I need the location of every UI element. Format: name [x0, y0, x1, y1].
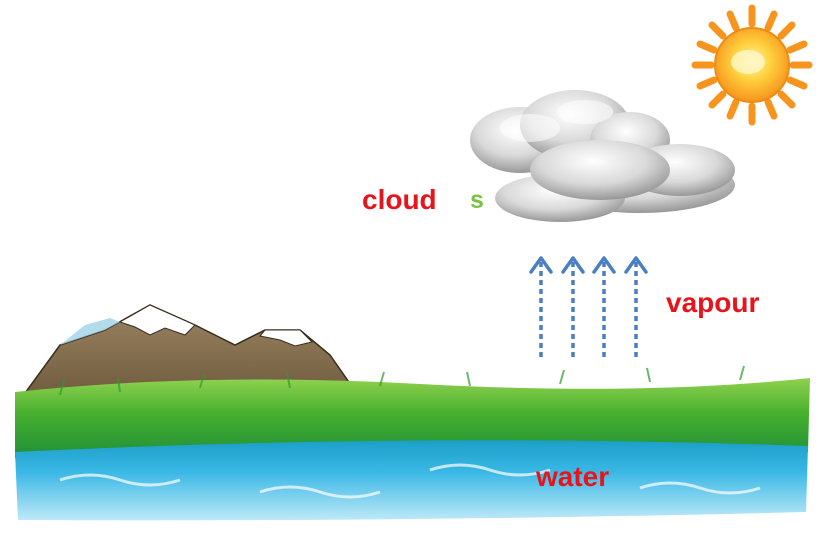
- arrow-up-icon: [592, 256, 616, 360]
- arrow-up-icon: [624, 256, 648, 360]
- water-body: [15, 440, 808, 521]
- mountain-icon: [18, 304, 362, 401]
- cloud-label: cloud: [362, 184, 437, 215]
- water-label: water: [536, 461, 610, 492]
- sun-icon: [691, 4, 813, 126]
- arrow-up-icon: [561, 256, 585, 360]
- vapour-arrows: [529, 256, 648, 360]
- vapour-label: vapour: [666, 287, 760, 318]
- arrow-up-icon: [529, 256, 553, 360]
- cloud-plural-suffix: s: [470, 186, 484, 214]
- cloud-icon: [470, 90, 735, 222]
- grass-band: [15, 365, 810, 458]
